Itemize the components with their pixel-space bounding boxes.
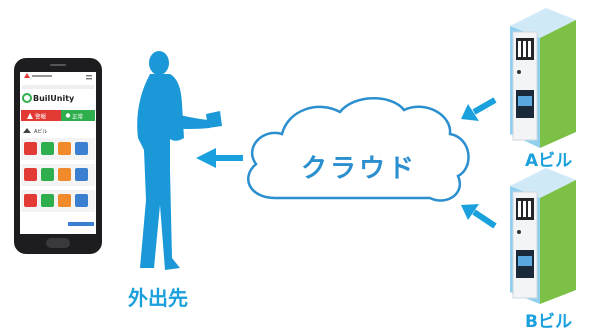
phone-info-bar	[22, 85, 94, 89]
menu-icon	[86, 75, 92, 77]
status-icon-alarm[interactable]	[24, 194, 37, 207]
status-icon-edit[interactable]	[75, 194, 88, 207]
building-a-side	[540, 20, 576, 148]
smartphone: BuilUnity 警報 正常 Aビル	[14, 58, 102, 254]
app-brand: BuilUnity	[33, 94, 75, 103]
person-body	[137, 74, 184, 270]
logo-text-line	[32, 75, 52, 77]
handheld-phone-icon	[206, 111, 222, 128]
cloud-outline	[247, 97, 470, 202]
normal-label: 正常	[72, 113, 84, 121]
panel-screen-glow	[518, 96, 532, 106]
building-b-roof	[510, 168, 576, 198]
person-label: 外出先	[128, 286, 188, 310]
panel-bar	[523, 201, 526, 217]
building-a-roof	[510, 8, 576, 38]
cloud-label: クラウド	[301, 154, 418, 184]
panel-bar	[528, 41, 531, 57]
ok-icon	[65, 113, 71, 118]
alert-tab[interactable]	[21, 110, 61, 121]
home-button	[46, 238, 70, 248]
panel-bar	[528, 201, 531, 217]
person-silhouette	[137, 51, 222, 270]
cloud-shape	[247, 97, 470, 202]
panel-knob	[517, 70, 521, 74]
phone-speaker	[50, 64, 66, 66]
brand-icon	[22, 93, 32, 103]
panel-bar	[518, 41, 521, 57]
status-icon-eye[interactable]	[41, 194, 54, 207]
person-arm	[166, 112, 210, 129]
warning-icon	[27, 113, 33, 119]
panel-bar	[518, 201, 521, 217]
building-b-label: Bビル	[525, 312, 572, 332]
building-b-side	[540, 180, 576, 304]
logo-icon	[24, 73, 30, 78]
status-icon-edit[interactable]	[75, 168, 88, 181]
normal-tab[interactable]	[61, 110, 95, 121]
panel-knob	[517, 230, 521, 234]
status-icon-gauge[interactable]	[58, 194, 71, 207]
arrow-from-a	[472, 97, 497, 115]
status-icon-edit[interactable]	[75, 142, 88, 155]
status-icon-alarm[interactable]	[24, 142, 37, 155]
arrow-to-person-head	[196, 148, 216, 168]
arrow-from-b	[472, 209, 497, 229]
home-icon	[23, 128, 31, 133]
status-icon-alarm[interactable]	[24, 168, 37, 181]
building-a	[510, 8, 576, 148]
panel-bar	[523, 41, 526, 57]
arrow-from-b-head	[461, 204, 479, 220]
alert-label: 警報	[35, 113, 47, 121]
status-icon-gauge[interactable]	[58, 142, 71, 155]
person-head	[149, 51, 169, 75]
arrow-from-a-head	[461, 104, 479, 121]
building-b	[510, 168, 576, 304]
status-icon-eye[interactable]	[41, 168, 54, 181]
menu-icon-line	[86, 78, 92, 80]
building-label: Aビル	[34, 128, 47, 135]
status-icon-gauge[interactable]	[58, 168, 71, 181]
phone-footer-button[interactable]	[68, 222, 94, 226]
building-a-label: Aビル	[525, 151, 573, 171]
status-icon-eye[interactable]	[41, 142, 54, 155]
status-icon-grid	[21, 138, 95, 226]
panel-screen-glow	[518, 256, 532, 266]
